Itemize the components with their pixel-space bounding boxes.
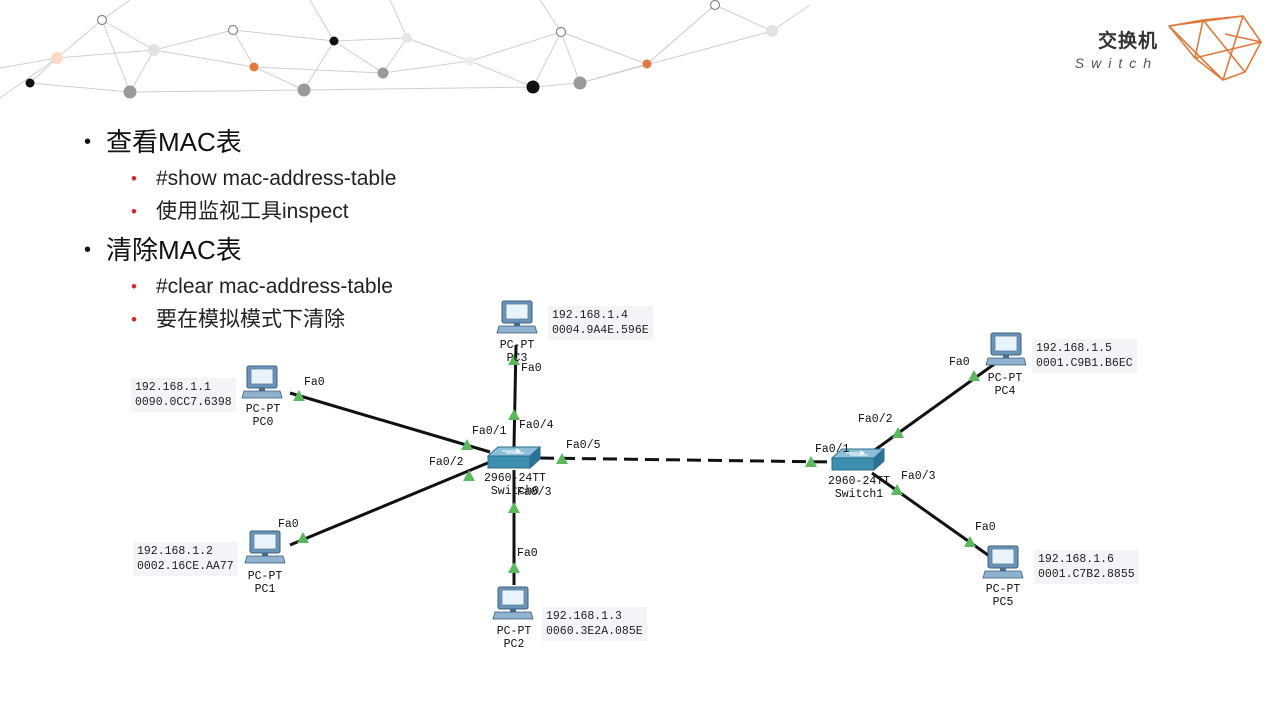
pc3-icon [496,300,538,334]
pc3-ip: 192.168.1.4 [552,309,628,322]
pc5-type: PC-PT [985,583,1021,596]
pc4-address-box: 192.168.1.5 0001.C9B1.B6EC [1032,339,1137,373]
pc4-label: PC-PT PC4 [980,372,1030,398]
pc0-mac: 0090.0CC7.6398 [135,396,232,409]
sub-bullet-clear-cmd: #clear mac-address-table [84,270,396,303]
port-sw1-fa02: Fa0/2 [858,413,893,426]
pc4-name: PC4 [994,385,1016,398]
pc0-address-box: 192.168.1.1 0090.0CC7.6398 [131,378,236,412]
port-sw1-fa01: Fa0/1 [815,443,850,456]
link-pc0-sw0 [289,391,491,454]
pc0-ip: 192.168.1.1 [135,381,211,394]
pc0-name: PC0 [252,416,274,429]
pc2-address-box: 192.168.1.3 0060.3E2A.085E [542,607,647,641]
sub-bullet-show-cmd: #show mac-address-table [84,162,396,195]
port-sw1-fa03: Fa0/3 [901,470,936,483]
pc2-label: PC-PT PC2 [489,625,539,651]
pc2-ip: 192.168.1.3 [546,610,622,623]
switch1-label: 2960-24TT Switch1 [824,475,894,501]
pc2-type: PC-PT [496,625,532,638]
pc0-type: PC-PT [245,403,281,416]
pc4-type: PC-PT [987,372,1023,385]
pc4-mac: 0001.C9B1.B6EC [1036,357,1133,370]
pc0-label: PC-PT PC0 [238,403,288,429]
bullet-list: 查看MAC表 #show mac-address-table 使用监视工具ins… [84,122,396,336]
pc5-mac: 0001.C7B2.8855 [1038,568,1135,581]
port-sw0-fa03: Fa0/3 [517,486,552,499]
port-sw0-fa02: Fa0/2 [429,456,464,469]
port-sw0-fa04: Fa0/4 [519,419,554,432]
pc2-mac: 0060.3E2A.085E [546,625,643,638]
geometric-logo-icon [1168,15,1262,81]
switch0-label: 2960-24TT Switch0 [480,472,550,498]
pc3-label: PC-PT PC3 [492,339,542,365]
port-pc5-fa0: Fa0 [975,521,996,534]
switch1-model: 2960-24TT [827,475,891,488]
pc4-icon [985,332,1027,366]
pc1-label: PC-PT PC1 [240,570,290,596]
decorative-network-background [0,0,811,99]
switch0-name: Switch0 [490,485,540,498]
pc5-address-box: 192.168.1.6 0001.C7B2.8855 [1034,550,1139,584]
pc5-icon [982,545,1024,579]
pc1-name: PC1 [254,583,276,596]
sub-bullet-inspect: 使用监视工具inspect [84,195,396,228]
pc1-mac: 0002.16CE.AA77 [137,560,234,573]
pc1-type: PC-PT [247,570,283,583]
switch0-model: 2960-24TT [483,472,547,485]
brand-title: 交换机 [1097,31,1158,52]
pc1-ip: 192.168.1.2 [137,545,213,558]
port-sw0-fa01: Fa0/1 [472,425,507,438]
pc4-ip: 192.168.1.5 [1036,342,1112,355]
bullet-view-mac: 查看MAC表 [84,122,396,162]
port-pc1-fa0: Fa0 [278,518,299,531]
pc1-icon [244,530,286,564]
switch0-icon [487,446,541,469]
brand-block: 交换机 Switch [1075,26,1158,71]
port-pc3-fa0: Fa0 [521,362,542,375]
link-sw0-sw1 [539,456,833,464]
pc5-name: PC5 [992,596,1014,609]
pc3-mac: 0004.9A4E.596E [552,324,649,337]
brand-subtitle: Switch [1074,55,1158,71]
pc3-type: PC-PT [499,339,535,352]
switch1-name: Switch1 [834,488,884,501]
pc2-name: PC2 [503,638,525,651]
pc1-address-box: 192.168.1.2 0002.16CE.AA77 [133,542,238,576]
pc2-icon [492,586,534,620]
pc3-address-box: 192.168.1.4 0004.9A4E.596E [548,306,653,340]
sub-bullet-sim-mode: 要在模拟模式下清除 [84,303,396,336]
pc5-label: PC-PT PC5 [978,583,1028,609]
port-sw0-fa05: Fa0/5 [566,439,601,452]
pc3-name: PC3 [506,352,528,365]
port-pc4-fa0: Fa0 [949,356,970,369]
pc5-ip: 192.168.1.6 [1038,553,1114,566]
bullet-clear-mac: 清除MAC表 [84,230,396,270]
port-pc2-fa0: Fa0 [517,547,538,560]
port-pc0-fa0: Fa0 [304,376,325,389]
link-pc1-sw0 [289,460,491,547]
pc0-icon [241,365,283,399]
